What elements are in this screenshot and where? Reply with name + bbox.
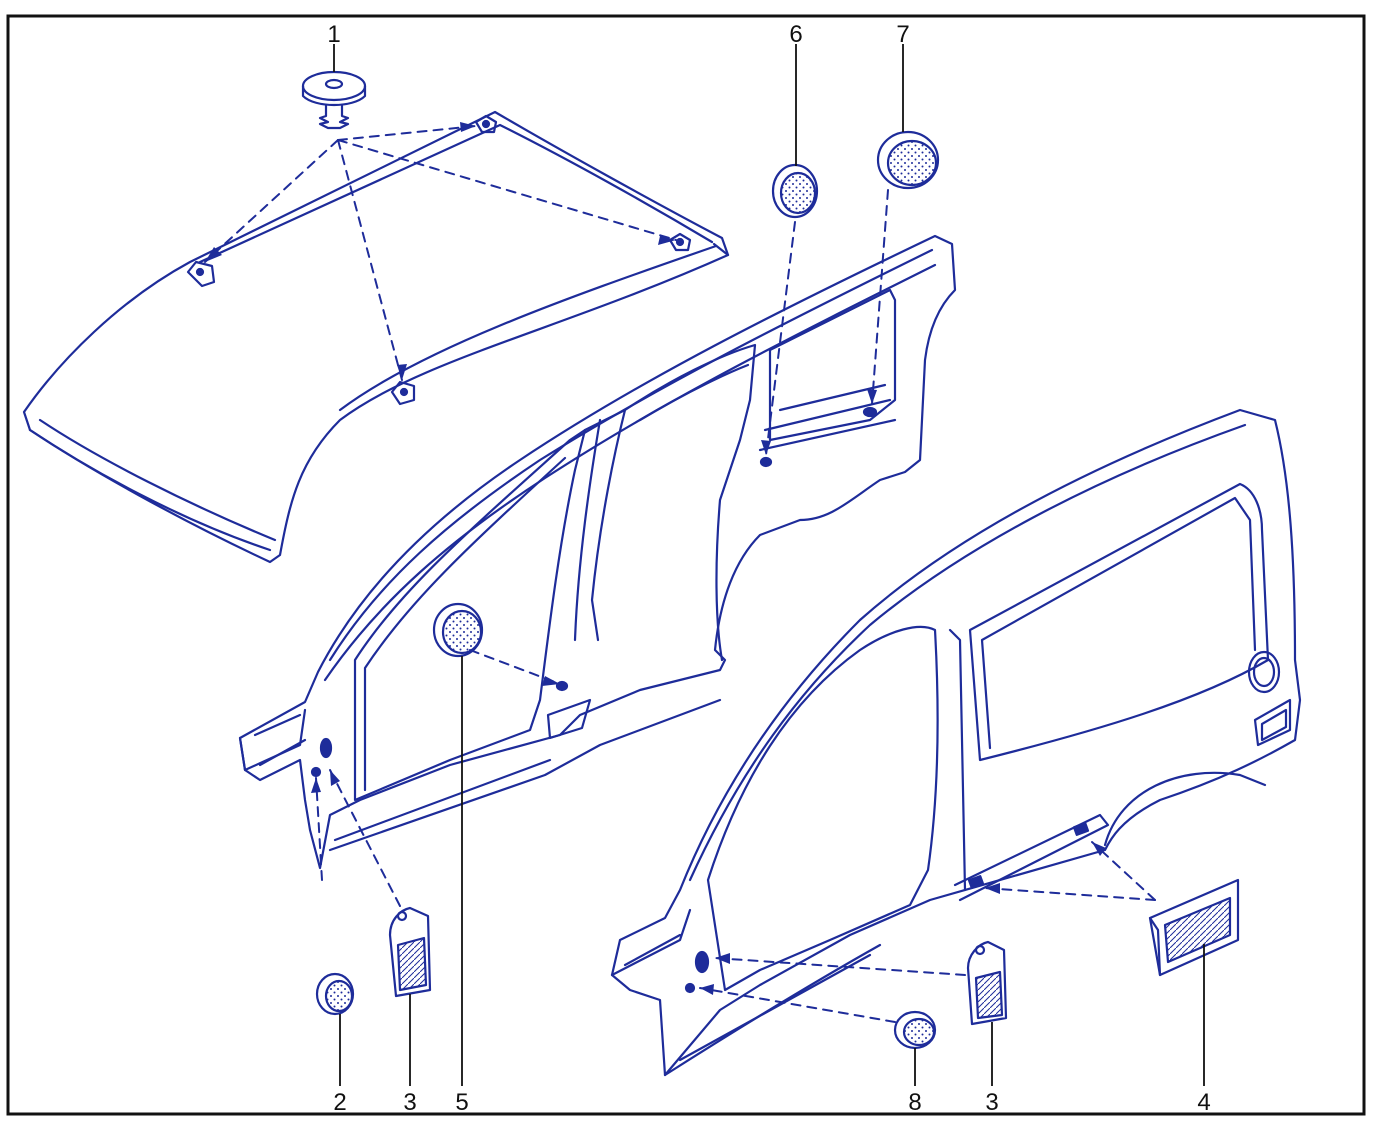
callout-8: 8 bbox=[908, 1089, 921, 1116]
callout-3-left: 3 bbox=[403, 1089, 416, 1116]
inner-side-panel bbox=[238, 234, 957, 870]
callout-5: 5 bbox=[455, 1089, 468, 1116]
grommet-part-8 bbox=[893, 1010, 937, 1050]
callout-6: 6 bbox=[789, 21, 802, 48]
callout-leaders bbox=[333, 44, 1205, 1086]
grommet-part-2 bbox=[315, 972, 355, 1016]
outer-side-panel bbox=[610, 408, 1302, 1077]
callout-3-right: 3 bbox=[985, 1089, 998, 1116]
plug-part-7 bbox=[876, 130, 940, 190]
assembly-guide-lines bbox=[204, 125, 1156, 1023]
push-clip-part-1 bbox=[301, 70, 367, 130]
callout-7: 7 bbox=[896, 21, 909, 48]
plug-part-5 bbox=[432, 602, 484, 658]
guide-arrowheads bbox=[205, 122, 1106, 995]
seal-pad-part-4 bbox=[1148, 878, 1240, 977]
callout-2: 2 bbox=[333, 1089, 346, 1116]
seal-pad-part-3-right bbox=[966, 940, 1008, 1026]
callout-1: 1 bbox=[327, 21, 340, 48]
callout-4: 4 bbox=[1197, 1089, 1210, 1116]
seal-pad-part-3-left bbox=[388, 906, 432, 998]
plug-part-6 bbox=[771, 163, 819, 219]
diagram-frame bbox=[6, 14, 1366, 1116]
roof-panel bbox=[22, 110, 730, 564]
